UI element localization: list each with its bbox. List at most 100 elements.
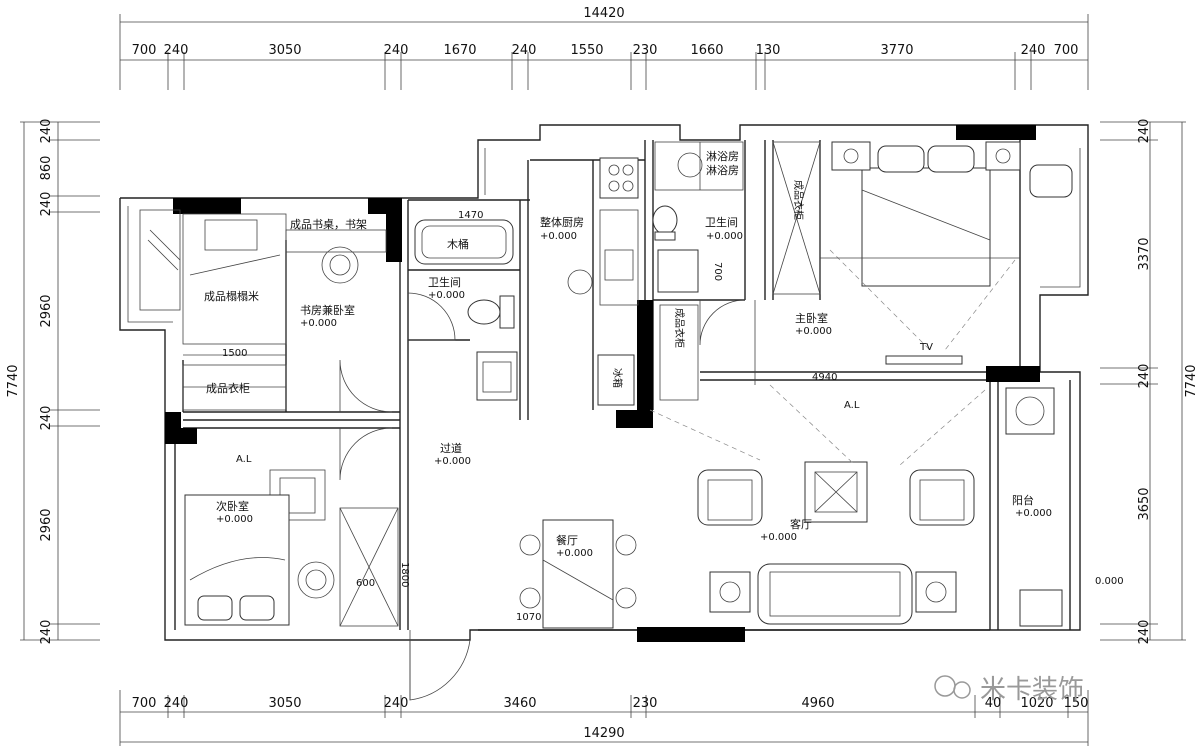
living-floor-lines (649, 384, 986, 466)
structural-columns (165, 125, 1040, 642)
washing-machine (1005, 387, 1055, 435)
second-chair (297, 561, 335, 599)
living-label: 客厅 (790, 517, 812, 531)
door-swings (339, 292, 756, 701)
desk-label: 成品书桌，书架 (290, 218, 367, 231)
left-seg-1: 860 (39, 156, 54, 181)
top-seg-5: 240 (512, 43, 537, 58)
tatami-label: 成品榻榻米 (204, 289, 259, 303)
bottom-seg-3: 240 (384, 696, 409, 711)
sink-1 (476, 351, 518, 401)
top-seg-4: 1670 (443, 43, 476, 58)
top-seg-3: 240 (384, 43, 409, 58)
sink-2 (657, 249, 699, 293)
nightstands (831, 141, 1021, 171)
top-seg-0: 700 (132, 43, 157, 58)
left-seg-0: 240 (39, 119, 54, 144)
master-armchair (1029, 164, 1073, 198)
living-armchairs (697, 469, 975, 526)
study-label: 书房兼卧室 (300, 303, 355, 317)
kitchen-wardrobe-label: 成品衣柜 (673, 308, 686, 348)
bathtub-label: 木桶 (447, 237, 469, 251)
left-seg-3: 2960 (39, 294, 54, 327)
shower (654, 141, 744, 191)
top-seg-7: 230 (633, 43, 658, 58)
left-seg-6: 240 (39, 620, 54, 645)
study-wardrobe-label: 成品衣柜 (206, 381, 250, 395)
dining-table (519, 519, 637, 629)
balcony-sink (1019, 589, 1063, 627)
second-bed (184, 494, 290, 626)
left-seg-5: 2960 (39, 508, 54, 541)
study-wardrobe (182, 364, 287, 411)
toilet-1 (467, 295, 515, 329)
study-level: +0.000 (300, 318, 337, 329)
bottom-seg-6: 4960 (801, 696, 834, 711)
corridor-level: +0.000 (434, 456, 471, 467)
left-total: 7740 (6, 364, 21, 397)
corridor-label: 过道 (440, 441, 462, 455)
right-seg-3: 3650 (1137, 487, 1152, 520)
master-floor-lines (820, 249, 1020, 351)
top-seg-12: 700 (1054, 43, 1079, 58)
study-bed (182, 213, 287, 356)
kitchen-wardrobe (659, 304, 699, 401)
bottom-seg-4: 3460 (503, 696, 536, 711)
dim-1800: 1800 (399, 562, 410, 587)
bathtub-dim: 1470 (458, 210, 483, 221)
bottom-seg-7: 40 (985, 696, 1002, 711)
right-total: 7740 (1184, 364, 1199, 397)
master-wardrobe (772, 141, 821, 295)
shower-label-2: 淋浴房 (706, 164, 739, 177)
watermark: 米卡装饰 (934, 675, 1084, 705)
tatami-cushion (139, 209, 181, 311)
kitchen-stove (599, 157, 639, 199)
top-total: 14420 (583, 6, 624, 21)
bottom-seg-0: 700 (132, 696, 157, 711)
bottom-seg-1: 240 (164, 696, 189, 711)
left-dimension-chain: 7740 240 860 240 2960 240 2960 240 (6, 119, 100, 645)
top-seg-2: 3050 (268, 43, 301, 58)
right-seg-0: 240 (1137, 119, 1152, 144)
right-dimension-chain: 240 3370 240 3650 240 7740 (1100, 119, 1199, 645)
kitchen-counter (567, 209, 639, 306)
second-wardrobe (339, 507, 399, 627)
kitchen-label: 整体厨房 (540, 215, 584, 229)
balcony-label: 阳台 (1012, 493, 1034, 507)
tv-unit (885, 355, 963, 365)
dim-4940: 4940 (812, 372, 837, 383)
top-dimension-chain: 14420 700 240 3050 240 1670 240 1550 230… (119, 6, 1089, 90)
bottom-total: 14290 (583, 726, 624, 741)
top-seg-9: 130 (756, 43, 781, 58)
al-label-2: A.L (844, 400, 860, 411)
bottom-seg-5: 230 (633, 696, 658, 711)
bath2-dim: 700 (712, 262, 723, 281)
top-seg-8: 1660 (690, 43, 723, 58)
master-level: +0.000 (795, 326, 832, 337)
right-seg-1: 3370 (1137, 237, 1152, 270)
watermark-text: 米卡装饰 (980, 675, 1084, 705)
coffee-table (804, 461, 868, 523)
bottom-seg-8: 1020 (1020, 696, 1053, 711)
tv-label: TV (919, 342, 933, 353)
toilet-2 (652, 205, 678, 241)
balcony-level: +0.000 (1015, 508, 1052, 519)
room-labels: 木桶 1470 整体厨房 +0.000 淋浴房 淋浴房 成品衣柜 卫生间 +0.… (204, 150, 1124, 623)
bath1-label: 卫生间 (428, 275, 461, 289)
bottom-seg-9: 150 (1064, 696, 1089, 711)
dining-label: 餐厅 (556, 533, 578, 547)
bottom-seg-2: 3050 (268, 696, 301, 711)
study-dim: 1500 (222, 348, 247, 359)
master-wardrobe-label: 成品衣柜 (792, 180, 805, 220)
second-label: 次卧室 (216, 499, 249, 513)
top-seg-6: 1550 (570, 43, 603, 58)
sofa (757, 563, 913, 625)
master-label: 主卧室 (795, 311, 828, 325)
right-seg-4: 240 (1137, 620, 1152, 645)
bathtub (414, 219, 514, 265)
bath2-level: +0.000 (706, 231, 743, 242)
desk-chair (285, 229, 387, 284)
bath1-level: +0.000 (428, 290, 465, 301)
left-seg-2: 240 (39, 192, 54, 217)
